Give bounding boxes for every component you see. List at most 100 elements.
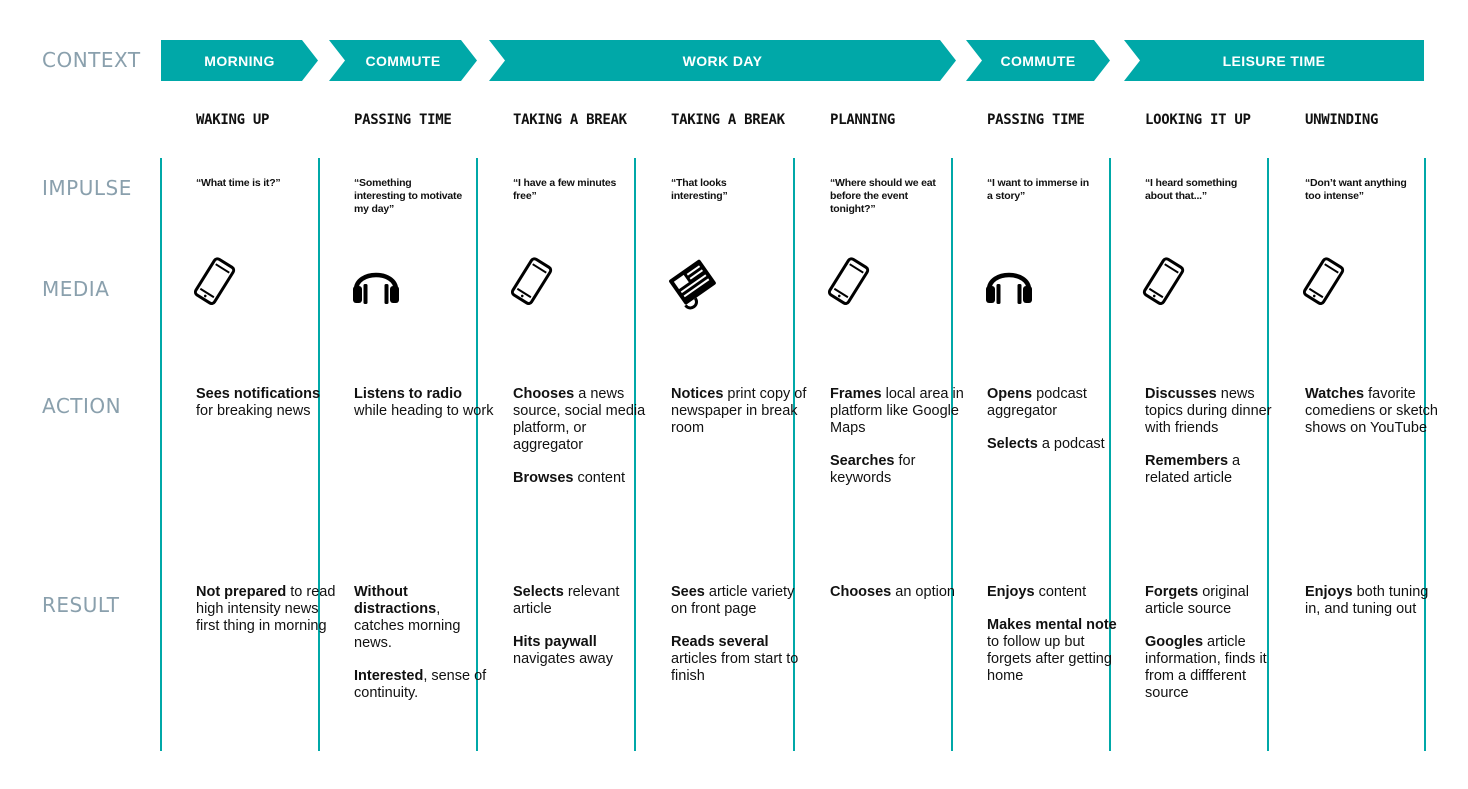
impulse-quote: “I want to immerse in a story”: [987, 177, 1089, 202]
context-row-label: CONTEXT: [42, 48, 141, 72]
action-step: Chooses a news source, social media plat…: [513, 386, 653, 454]
action-step-text: a podcast: [1037, 436, 1105, 452]
action-step: Selects a podcast: [987, 436, 1127, 453]
result-cell: Without distractions, catches morning ne…: [354, 584, 494, 718]
column-divider: [634, 158, 636, 751]
action-step-emphasis: Browses: [513, 470, 574, 486]
action-step: Searches for keywords: [830, 453, 970, 487]
impulse-quote: “I heard something about that...”: [1145, 177, 1238, 202]
result-cell: Not prepared to read high intensity news…: [196, 584, 336, 651]
result-step: Chooses an option: [830, 584, 970, 601]
context-banner-morning: MORNING: [161, 40, 318, 81]
result-step: Not prepared to read high intensity news…: [196, 584, 336, 635]
result-step-text: article variety on front page: [671, 584, 795, 617]
impulse-quote: “That looks interesting”: [671, 177, 728, 202]
action-cell: Chooses a news source, social media plat…: [513, 386, 653, 503]
impulse-quote: “Where should we eat before the event to…: [830, 177, 936, 215]
action-step-emphasis: Watches: [1305, 386, 1365, 402]
result-step-emphasis: Hits paywall: [513, 634, 597, 650]
action-cell: Frames local area in platform like Googl…: [830, 386, 970, 503]
action-cell: Discusses news topics during dinner with…: [1145, 386, 1285, 503]
result-cell: Enjoys both tuning in, and tuning out: [1305, 584, 1445, 634]
result-step-emphasis: Interested: [354, 668, 424, 684]
impulse-quote: “What time is it?”: [196, 177, 281, 189]
result-step-emphasis: Not prepared: [196, 584, 287, 600]
result-step: Selects relevant article: [513, 584, 653, 618]
moment-heading: UNWINDING: [1305, 112, 1379, 128]
action-step-emphasis: Notices: [671, 386, 724, 402]
action-step: Listens to radio while heading to work: [354, 386, 494, 420]
impulse-quote: “Something interesting to motivate my da…: [354, 177, 462, 215]
action-step-text: for breaking news: [196, 403, 311, 419]
action-step-text: podcast aggregator: [987, 386, 1087, 419]
result-cell: Chooses an option: [830, 584, 970, 617]
action-step: Sees notifications for breaking news: [196, 386, 336, 420]
impulse-quote: “I have a few minutes free”: [513, 177, 617, 202]
result-step-text: , sense of continuity.: [354, 668, 487, 701]
action-step: Notices print copy of newspaper in break…: [671, 386, 811, 437]
result-row-label: RESULT: [42, 593, 120, 617]
action-step-emphasis: Listens to radio: [354, 386, 462, 402]
result-step-emphasis: Googles: [1145, 634, 1204, 650]
impulse-quote: “Don’t want anything too intense”: [1305, 177, 1407, 202]
moment-heading: LOOKING IT UP: [1145, 112, 1251, 128]
result-step-text: , catches morning news.: [354, 601, 461, 651]
newspaper-icon: [667, 254, 723, 314]
column-divider: [1267, 158, 1269, 751]
column-divider: [793, 158, 795, 751]
action-cell: Watches favorite comediens or sketch sho…: [1305, 386, 1445, 453]
action-cell: Sees notifications for breaking news: [196, 386, 336, 436]
column-divider: [160, 158, 162, 751]
headphones-icon: [350, 254, 406, 314]
result-step-text: both tuning in, and tuning out: [1305, 584, 1429, 617]
result-step-text: content: [1034, 584, 1087, 600]
result-step-text: to follow up but forgets after getting h…: [987, 634, 1112, 684]
action-row-label: ACTION: [42, 394, 122, 418]
action-step-text: favorite comediens or sketch shows on Yo…: [1305, 386, 1438, 436]
action-step-emphasis: Selects: [987, 436, 1038, 452]
action-cell: Notices print copy of newspaper in break…: [671, 386, 811, 453]
result-step-emphasis: Enjoys: [1305, 584, 1353, 600]
result-step: Enjoys both tuning in, and tuning out: [1305, 584, 1445, 618]
moment-heading: TAKING A BREAK: [671, 112, 785, 128]
action-step: Opens podcast aggregator: [987, 386, 1127, 420]
action-step-text: news topics during dinner with friends: [1145, 386, 1272, 436]
result-step-text: articles from start to finish: [671, 651, 799, 684]
action-step-text: for keywords: [830, 453, 916, 486]
action-step-text: a related article: [1145, 453, 1241, 486]
column-divider: [318, 158, 320, 751]
media-row-label: MEDIA: [42, 277, 110, 301]
column-divider: [1109, 158, 1111, 751]
action-step: Frames local area in platform like Googl…: [830, 386, 970, 437]
impulse-row-label: IMPULSE: [42, 176, 132, 200]
result-step: Googles article information, finds it fr…: [1145, 634, 1285, 702]
result-step-text: to read high intensity news first thing …: [196, 584, 336, 634]
column-divider: [951, 158, 953, 751]
result-step-emphasis: Forgets: [1145, 584, 1199, 600]
result-step-emphasis: Reads several: [671, 634, 769, 650]
context-banner-leisure-time: LEISURE TIME: [1124, 40, 1424, 81]
result-step-emphasis: Enjoys: [987, 584, 1035, 600]
result-step-text: relevant article: [513, 584, 620, 617]
smartphone-icon: [826, 254, 882, 314]
moment-heading: PASSING TIME: [987, 112, 1085, 128]
result-step-emphasis: Selects: [513, 584, 564, 600]
action-step-text: content: [573, 470, 626, 486]
moment-heading: WAKING UP: [196, 112, 270, 128]
moment-heading: TAKING A BREAK: [513, 112, 627, 128]
action-step-emphasis: Discusses: [1145, 386, 1217, 402]
smartphone-icon: [1141, 254, 1197, 314]
context-banner-work-day: WORK DAY: [489, 40, 956, 81]
smartphone-icon: [509, 254, 565, 314]
context-banner-commute-pm: COMMUTE: [966, 40, 1110, 81]
result-step-emphasis: Without distractions: [354, 584, 437, 617]
action-step: Browses content: [513, 470, 653, 487]
result-step: Makes mental note to follow up but forge…: [987, 617, 1127, 685]
result-step: Sees article variety on front page: [671, 584, 811, 618]
action-step-text: local area in platform like Google Maps: [830, 386, 964, 436]
context-banner-commute-am: COMMUTE: [329, 40, 477, 81]
action-step-emphasis: Opens: [987, 386, 1033, 402]
